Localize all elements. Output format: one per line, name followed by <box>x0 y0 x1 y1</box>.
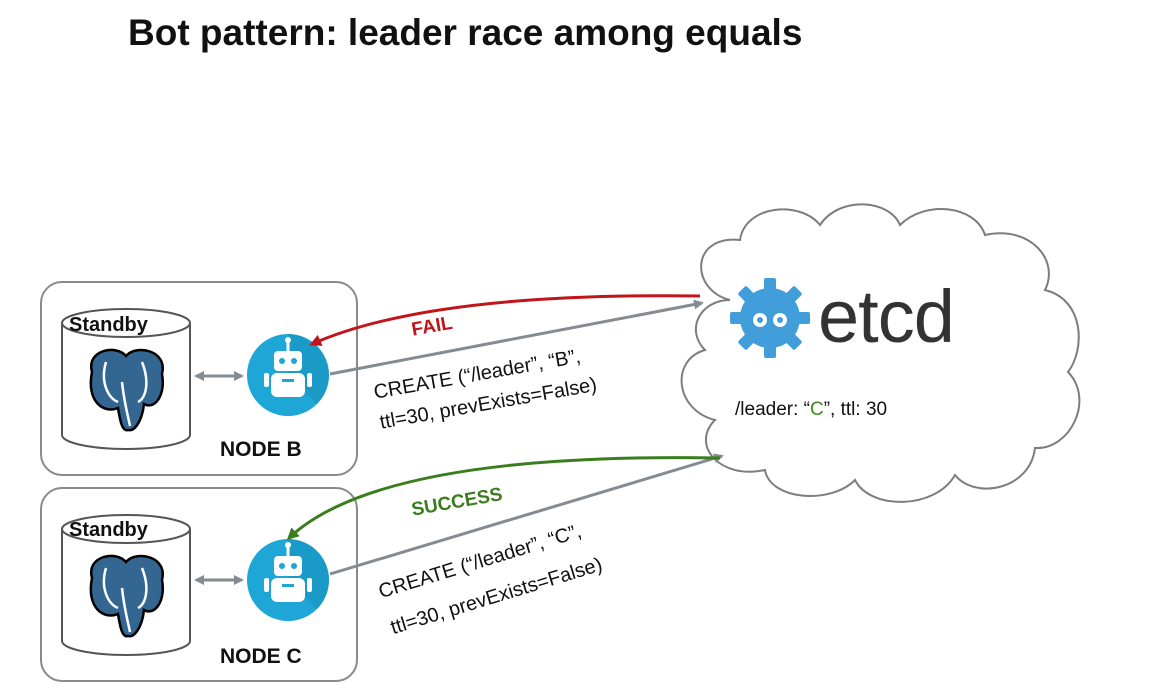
bot-robot-icon <box>247 334 330 416</box>
success-arrow <box>286 456 721 541</box>
etcd-logo-text: etcd <box>818 275 955 358</box>
node-c-label: NODE C <box>220 645 302 668</box>
fail-arrow <box>309 294 701 346</box>
etcd-cloud <box>680 203 1081 503</box>
postgres-elephant-icon <box>89 554 165 638</box>
request-arrow-b <box>329 299 704 376</box>
db-label-c: Standby <box>69 519 148 541</box>
bot-robot-icon <box>247 539 330 621</box>
request-arrow-c <box>329 453 724 576</box>
db-label-b: Standby <box>69 314 148 336</box>
slide-title: Bot pattern: leader race among equals <box>128 12 803 53</box>
leader-key-value: /leader: “C”, ttl: 30 <box>735 399 888 420</box>
postgres-elephant-icon <box>89 348 165 432</box>
leader-value: C <box>809 399 824 420</box>
etcd-logo-icon <box>730 278 810 358</box>
node-b-label: NODE B <box>220 438 302 461</box>
